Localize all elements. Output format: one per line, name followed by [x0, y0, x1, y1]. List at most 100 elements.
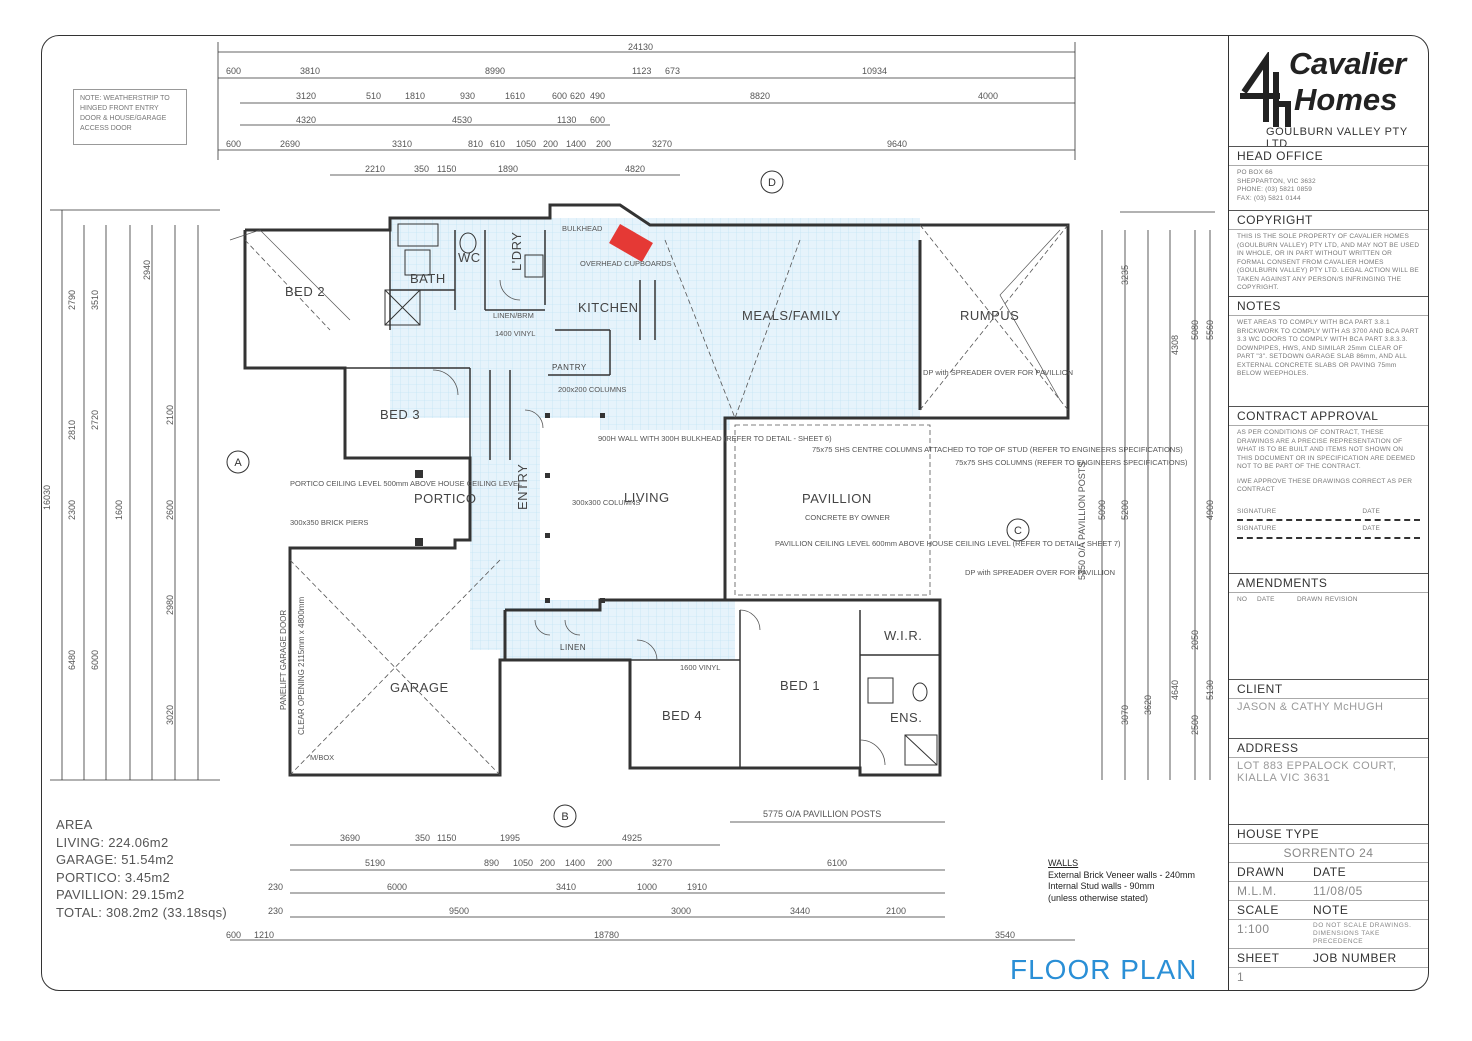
- dim-t2-1: 510: [366, 91, 381, 101]
- room-pantry: PANTRY: [552, 363, 587, 372]
- walls: [243, 203, 1070, 777]
- head-office-label: HEAD OFFICE: [1229, 147, 1428, 166]
- annotations: 75x75 SHS CENTRE COLUMNS ATTACHED TO TOP…: [279, 224, 1188, 819]
- dim-r3-3: 4640: [1170, 680, 1180, 700]
- dim-t1-4: 673: [665, 66, 680, 76]
- dim-t3-3: 600: [590, 115, 605, 125]
- sheet-label: SHEET: [1229, 949, 1305, 968]
- logo-sub: GOULBURN VALLEY PTY LTD: [1266, 126, 1408, 150]
- job-number-value: [1305, 968, 1428, 986]
- note-mbox: M/BOX: [310, 753, 334, 762]
- note-pav-ceiling: PAVILLION CEILING LEVEL 600mm ABOVE HOUS…: [775, 539, 1121, 548]
- dim-b1-1: 350: [415, 833, 430, 843]
- signature-row-1: SIGNATURE DATE: [1229, 498, 1428, 520]
- dim-left-overall: 16030: [42, 485, 52, 510]
- dim-b5-0: 600: [226, 930, 241, 940]
- room-living: LIVING: [624, 490, 670, 505]
- dim-t2-9: 4000: [978, 91, 998, 101]
- note-pav-concrete: CONCRETE BY OWNER: [805, 513, 890, 522]
- room-wir: W.I.R.: [884, 628, 922, 643]
- walls-line-1: External Brick Veneer walls - 240mm: [1048, 869, 1196, 880]
- dim-r1-1: 5090: [1097, 500, 1107, 520]
- note-shs-cols: 75x75 SHS COLUMNS (REFER TO ENGINEERS SP…: [955, 458, 1188, 467]
- note-pavillion-cols: 75x75 SHS CENTRE COLUMNS ATTACHED TO TOP…: [812, 445, 1183, 454]
- notes-section: NOTES WET AREAS TO COMPLY WITH BCA PART …: [1229, 296, 1428, 382]
- contract-label: CONTRACT APPROVAL: [1229, 407, 1428, 426]
- amendments-table: NO DATE DRAWN REVISION: [1229, 593, 1428, 677]
- dim-b2-4: 1400: [565, 858, 585, 868]
- room-bath: BATH: [410, 271, 446, 286]
- date-value: 11/08/05: [1305, 882, 1428, 901]
- note-posts-bottom: 5775 O/A PAVILLION POSTS: [763, 809, 881, 819]
- signature-line-2[interactable]: [1237, 536, 1420, 539]
- dim-b5-3: 3540: [995, 930, 1015, 940]
- notes-text: WET AREAS TO COMPLY WITH BCA PART 3.8.1 …: [1237, 319, 1419, 377]
- dim-b2-1: 890: [484, 858, 499, 868]
- room-bed4: BED 4: [662, 708, 702, 723]
- amend-col-date: DATE: [1257, 596, 1275, 603]
- dim-l2-1: 2720: [90, 410, 100, 430]
- amend-col-no: NO: [1237, 596, 1248, 603]
- dim-l1-3: 6480: [67, 650, 77, 670]
- copyright-label: COPYRIGHT: [1229, 211, 1428, 230]
- client-section: CLIENT JASON & CATHY McHUGH: [1229, 679, 1428, 743]
- dim-b5-1: 1210: [254, 930, 274, 940]
- client-label: CLIENT: [1229, 680, 1428, 699]
- room-bed1: BED 1: [780, 678, 820, 693]
- note-label: NOTE: [1305, 901, 1428, 920]
- title-block-divider: [1228, 36, 1229, 990]
- dim-top-overall: 24130: [628, 42, 653, 52]
- house-type-section: HOUSE TYPE SORRENTO 24 DRAWN DATE M.L.M.…: [1229, 824, 1428, 986]
- cavalier-homes-logo: Cavalier Homes GOULBURN VALLEY PTY LTD: [1234, 44, 1424, 150]
- head-office-address: PO BOX 66 SHEPPARTON, VIC 3632 PHONE: (0…: [1229, 166, 1428, 206]
- dim-t5-4: 4820: [625, 164, 645, 174]
- address-label: ADDRESS: [1229, 739, 1428, 758]
- dim-b2-7: 6100: [827, 858, 847, 868]
- dim-r3-1: 4900: [1205, 500, 1215, 520]
- walls-line-2: Internal Stud walls - 90mm: [1048, 881, 1155, 891]
- signature-label-1: SIGNATURE: [1237, 507, 1277, 515]
- drawing-info-grid: DRAWN DATE M.L.M. 11/08/05 SCALE NOTE 1:…: [1229, 863, 1428, 986]
- room-pavillion: PAVILLION: [802, 491, 872, 506]
- dim-l3-4: 3020: [165, 705, 175, 725]
- dim-r2-2: 3620: [1143, 695, 1153, 715]
- note-cols-200: 200x200 COLUMNS: [558, 385, 626, 394]
- dim-t4-7: 1400: [566, 139, 586, 149]
- dim-t2-0: 3120: [296, 91, 316, 101]
- notes-label: NOTES: [1229, 297, 1428, 316]
- dim-l3-3: 2980: [165, 595, 175, 615]
- dim-t4-5: 1050: [516, 139, 536, 149]
- note-value: DO NOT SCALE DRAWINGS. DIMENSIONS TAKE P…: [1305, 920, 1428, 949]
- columns: [415, 413, 605, 603]
- room-bed2: BED 2: [285, 284, 325, 299]
- area-heading: AREA: [56, 817, 93, 832]
- dim-b2-0: 5190: [365, 858, 385, 868]
- note-clear-opening: CLEAR OPENING 2115mm x 4800mm: [297, 597, 306, 735]
- dim-t4-1: 2690: [280, 139, 300, 149]
- room-ldry: L'DRY: [509, 232, 524, 271]
- area-living: LIVING: 224.06m2: [56, 834, 169, 850]
- date-label: DATE: [1305, 863, 1428, 882]
- area-portico: PORTICO: 3.45m2: [56, 869, 171, 885]
- date-label-1: DATE: [1362, 507, 1380, 515]
- dim-t4-3: 810: [468, 139, 483, 149]
- head-office-section: HEAD OFFICE PO BOX 66 SHEPPARTON, VIC 36…: [1229, 146, 1428, 206]
- note-garage-door: PANELIFT GARAGE DOOR: [279, 610, 288, 710]
- signature-line-1[interactable]: [1237, 519, 1420, 521]
- copyright-text: THIS IS THE SOLE PROPERTY OF CAVALIER HO…: [1237, 233, 1420, 291]
- marker-letters: A B C D: [234, 177, 1022, 823]
- dim-l1-0: 2790: [67, 290, 77, 310]
- dim-t5-0: 2210: [365, 164, 385, 174]
- dim-r3-0: 5080: [1190, 320, 1200, 340]
- dim-r4-1: 5130: [1205, 680, 1215, 700]
- note-linen-brm: LINEN/BRM: [493, 311, 534, 320]
- dim-l1-1: 2810: [67, 420, 77, 440]
- contract-section: CONTRACT APPROVAL AS PER CONDITIONS OF C…: [1229, 406, 1428, 545]
- dim-r2-0: 4308: [1170, 335, 1180, 355]
- dim-t1-0: 600: [226, 66, 241, 76]
- copyright-section: COPYRIGHT THIS IS THE SOLE PROPERTY OF C…: [1229, 210, 1428, 296]
- marker-a: A: [234, 457, 242, 469]
- dim-b4-2: 3000: [671, 906, 691, 916]
- dim-b3-4: 1910: [687, 882, 707, 892]
- section-markers: [226, 170, 1030, 828]
